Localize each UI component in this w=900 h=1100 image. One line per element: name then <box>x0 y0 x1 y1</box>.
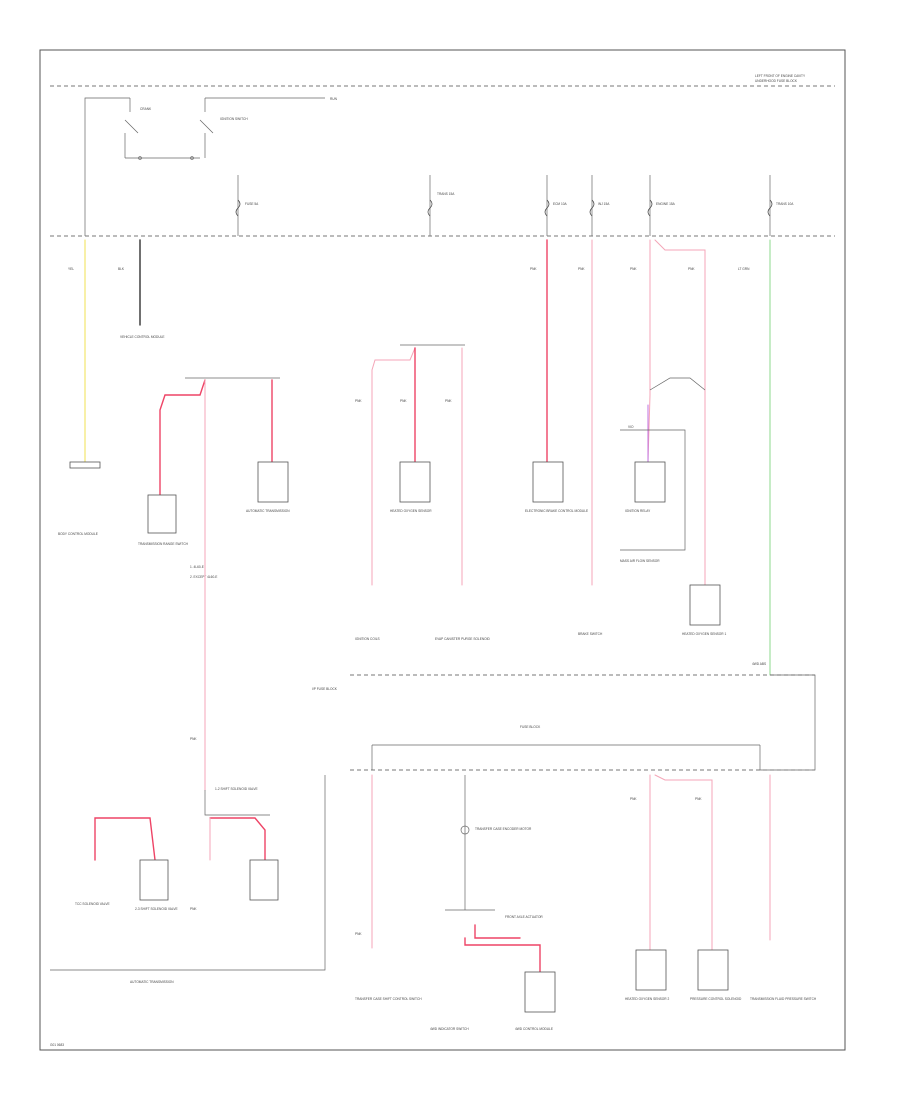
heated-o2-1-label: HEATED OXYGEN SENSOR 1 <box>682 632 726 636</box>
brake-switch-label: BRAKE SWITCH <box>578 632 603 636</box>
shift-b-label: 2-3 SHIFT SOLENOID VALVE <box>135 907 178 911</box>
grn-label: LT GRN <box>738 267 750 271</box>
header-location-2: UNDERHOOD FUSE BLOCK <box>755 79 798 83</box>
fuse-label-5: ENGINE 15A <box>656 202 676 206</box>
tcc-solenoid-label: TCC SOLENOID VALVE <box>75 902 110 906</box>
pnk-label-1: PNK <box>190 737 197 741</box>
fuse-label-2: TRANS 15A <box>437 192 455 196</box>
ign-relay-label: IGNITION RELAY <box>625 509 651 513</box>
except-note-2: 2. EXCEPT 4L60-E <box>190 575 217 579</box>
except-note-1: 1. 4L60-E <box>190 565 204 569</box>
front-axle-label: FRONT AXLE ACTUATOR <box>505 915 543 919</box>
fuse-label-3: ECM 10A <box>553 202 568 206</box>
four-wd-label: 4WD ABS <box>752 662 766 666</box>
electronic-brake-label: ELECTRONIC BRAKE CONTROL MODULE <box>525 509 588 513</box>
pnk-label-2: PNK <box>355 399 362 403</box>
auto-trans-bottom-label: AUTOMATIC TRANSMISSION <box>130 980 174 984</box>
fuse-label-6: TRANS 10A <box>776 202 794 206</box>
mass-air-label: MASS AIR FLOW SENSOR <box>620 559 660 563</box>
auto-trans-group: 1-2 SHIFT SOLENOID VALVE TCC SOLENOID VA… <box>50 775 326 984</box>
pnk-label-7: PNK <box>630 267 637 271</box>
pnk-label-3: PNK <box>400 399 407 403</box>
four-wd-lower: PNK TRANSFER CASE SHIFT CONTROL SWITCH T… <box>355 774 817 1031</box>
ebcm-box <box>532 461 564 503</box>
pnk-label-8: PNK <box>688 267 695 271</box>
four-wd-control-label: 4WD CONTROL MODULE <box>515 1027 553 1031</box>
evap-canister-label: EVAP CANISTER PURGE SOLENOID <box>435 637 490 641</box>
diagram-frame <box>39 49 846 1051</box>
heated-o2-2-label: HEATED OXYGEN SENSOR 2 <box>625 997 669 1001</box>
blk-label: BLK <box>118 267 125 271</box>
pressure-switch-label: PNK <box>190 907 197 911</box>
fuse-blk-body-label: FUSE BLOCK <box>520 725 541 729</box>
transfer-case-label: TRANSFER CASE SHIFT CONTROL SWITCH <box>355 997 422 1001</box>
pnk-label-10: PNK <box>630 797 637 801</box>
ignition-switch: IGNITION SWITCH RUN CRANK <box>84 97 338 236</box>
auto-trans-label: AUTOMATIC TRANSMISSION <box>246 509 290 513</box>
ignition-coil-label: IGNITION COILS <box>355 637 380 641</box>
pnk-label-9: PNK <box>355 932 362 936</box>
body-control-label: BODY CONTROL MODULE <box>58 532 98 536</box>
ign-relay-group: IGNITION RELAY MASS AIR FLOW SENSOR VIO … <box>620 239 726 636</box>
ip-fuse-block-label: I/P FUSE BLOCK <box>312 687 338 691</box>
vcm-group: HEATED OXYGEN SENSOR PNK PNK PNK IGNITIO… <box>355 344 490 641</box>
bcm-connector <box>69 461 101 469</box>
fuse-label-1: FUSE 5A <box>245 202 259 206</box>
trans-range-label: TRANSMISSION RANGE SWITCH <box>138 542 189 546</box>
pnk-label-11: PNK <box>695 797 702 801</box>
vio-label: VIO <box>628 425 634 429</box>
fuse-label-4: INJ 15A <box>598 202 610 206</box>
pnk-label-5: PNK <box>530 267 537 271</box>
pressure-control-label: PRESSURE CONTROL SOLENOID <box>690 997 742 1001</box>
oxygen-sensor-label: HEATED OXYGEN SENSOR <box>390 509 432 513</box>
ignition-switch-label: IGNITION SWITCH <box>220 117 248 121</box>
trans-range-2-label: 1-2 SHIFT SOLENOID VALVE <box>215 787 258 791</box>
header-location-1: LEFT FRONT OF ENGINE CAVITY <box>755 74 806 78</box>
ignition-run-label: RUN <box>330 97 338 101</box>
four-wd-switch-label: 4WD INDICATOR SWITCH <box>430 1027 469 1031</box>
ignition-crank-label: CRANK <box>140 107 152 111</box>
pnk-label-4: PNK <box>445 399 452 403</box>
transfer-motor-label: TRANSFER CASE ENCODER MOTOR <box>475 827 532 831</box>
vcm-label: VEHICLE CONTROL MODULE <box>120 335 165 339</box>
pnk-label-6: PNK <box>578 267 585 271</box>
trans-fluid-label: TRANSMISSION FLUID PRESSURE SWITCH <box>750 997 817 1001</box>
ip-fuse-block: I/P FUSE BLOCK 4WD ABS FUSE BLOCK <box>312 662 816 771</box>
yel-label: YEL <box>68 267 74 271</box>
footer-code: G01 0683 <box>50 1043 64 1047</box>
trans-range-branch: TRANSMISSION RANGE SWITCH AUTOMATIC TRAN… <box>138 377 290 579</box>
fuse-stubs: FUSE 5A TRANS 15A ECM 10A INJ 15A ENGINE… <box>235 175 794 236</box>
